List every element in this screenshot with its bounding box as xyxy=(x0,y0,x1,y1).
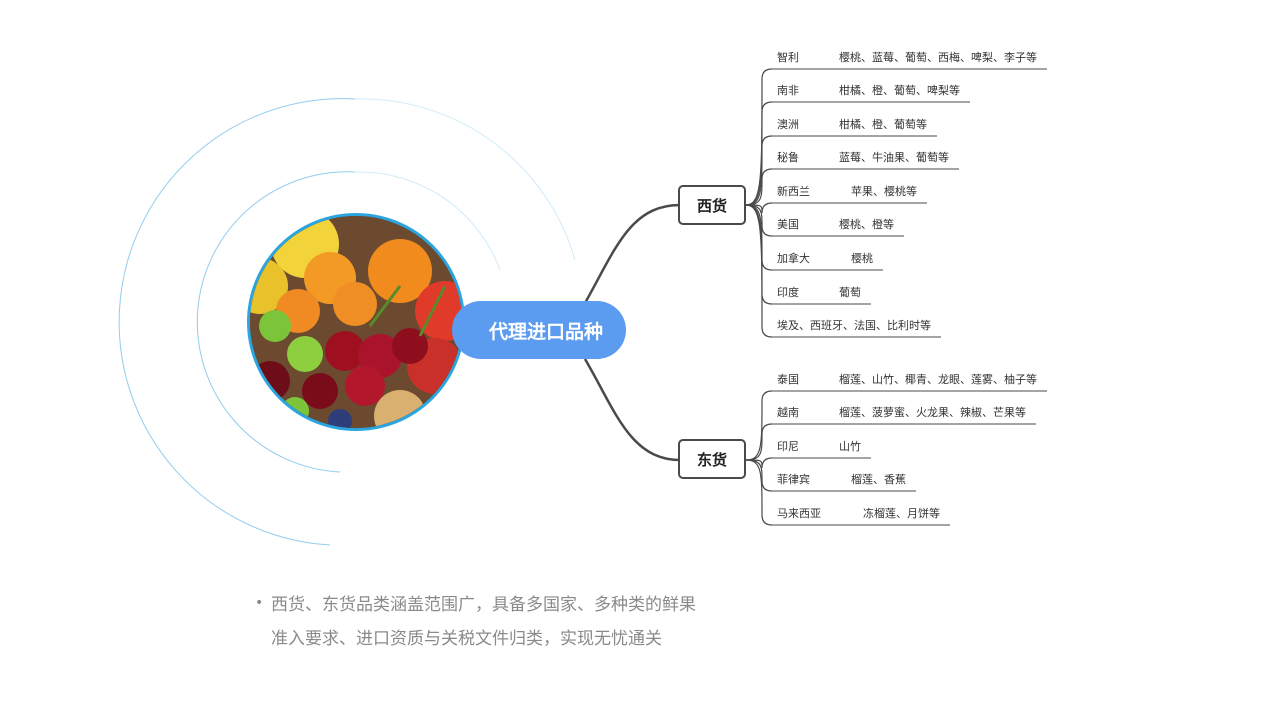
leaf-country: 新西兰 xyxy=(777,185,810,198)
leaf-country: 泰国 xyxy=(777,373,799,386)
leaf-fruits: 山竹 xyxy=(839,440,861,453)
leaf-connector xyxy=(745,135,773,206)
leaf-country: 秘鲁 xyxy=(777,151,799,164)
summary-line-2: 准入要求、进口资质与关税文件归类，实现无忧通关 xyxy=(271,629,662,649)
leaf-connector xyxy=(745,204,773,237)
leaf-fruits: 蓝莓、牛油果、葡萄等 xyxy=(839,151,949,164)
branch-east-goods-label: 东货 xyxy=(696,450,727,469)
leaf-connector xyxy=(745,204,773,338)
fruit-photo xyxy=(247,213,465,431)
leaf-connector xyxy=(745,68,773,206)
leaf-connector xyxy=(745,459,773,492)
leaf-fruits: 樱桃、橙等 xyxy=(839,218,894,231)
leaf-country: 美国 xyxy=(777,218,799,231)
leaf-connector xyxy=(745,202,773,214)
leaf-connector xyxy=(745,204,773,271)
connector-center-west xyxy=(583,203,681,304)
leaf-fruits: 冻榴莲、月饼等 xyxy=(863,507,940,520)
leaf-country: 埃及、西班牙、法国、比利时等 xyxy=(777,319,931,332)
leaf-fruits: 苹果、樱桃等 xyxy=(851,185,917,198)
orbit-arc-inner-right xyxy=(354,171,501,271)
leaf-connector xyxy=(745,168,773,206)
summary-line-1: 西货、东货品类涵盖范围广，具备多国家、多种类的鲜果 xyxy=(271,595,696,615)
leaf-country: 马来西亚 xyxy=(777,507,821,520)
bullet-dot-icon: • xyxy=(255,595,264,611)
leaf-fruits: 榴莲、香蕉 xyxy=(851,473,906,486)
leaf-fruits: 葡萄 xyxy=(839,286,861,299)
leaf-country: 智利 xyxy=(777,51,799,64)
leaf-fruits: 榴莲、山竹、椰青、龙眼、莲雾、柚子等 xyxy=(839,373,1037,386)
orbit-arc-outer xyxy=(118,98,356,546)
leaf-connector xyxy=(745,101,773,206)
central-topic[interactable]: 代理进口品种 xyxy=(452,301,626,359)
leaf-country: 菲律宾 xyxy=(777,473,810,486)
leaf-country: 越南 xyxy=(777,406,799,419)
leaf-country: 印度 xyxy=(777,286,799,299)
leaf-fruits: 柑橘、橙、葡萄等 xyxy=(839,118,927,131)
branch-west-goods[interactable]: 西货 xyxy=(678,185,746,225)
leaf-connector xyxy=(745,390,773,461)
leaf-connector xyxy=(745,459,773,526)
leaf-country: 澳洲 xyxy=(777,118,799,131)
leaf-connector xyxy=(745,457,773,469)
leaf-country: 加拿大 xyxy=(777,252,810,265)
central-topic-label: 代理进口品种 xyxy=(488,320,603,343)
leaf-connector xyxy=(745,423,773,461)
branch-east-goods[interactable]: 东货 xyxy=(678,439,746,479)
leaf-fruits: 樱桃、蓝莓、葡萄、西梅、啤梨、李子等 xyxy=(839,51,1037,64)
leaf-country: 印尼 xyxy=(777,440,799,453)
leaf-country: 南非 xyxy=(777,84,799,97)
leaf-fruits: 榴莲、菠萝蜜、火龙果、辣椒、芒果等 xyxy=(839,406,1026,419)
leaf-fruits: 柑橘、橙、葡萄、啤梨等 xyxy=(839,84,960,97)
orbit-arc-outer-right xyxy=(354,98,576,261)
connector-center-east xyxy=(583,358,681,462)
branch-west-goods-label: 西货 xyxy=(696,196,727,215)
orbit-arc-inner xyxy=(196,171,356,473)
leaf-fruits: 樱桃 xyxy=(851,252,873,265)
